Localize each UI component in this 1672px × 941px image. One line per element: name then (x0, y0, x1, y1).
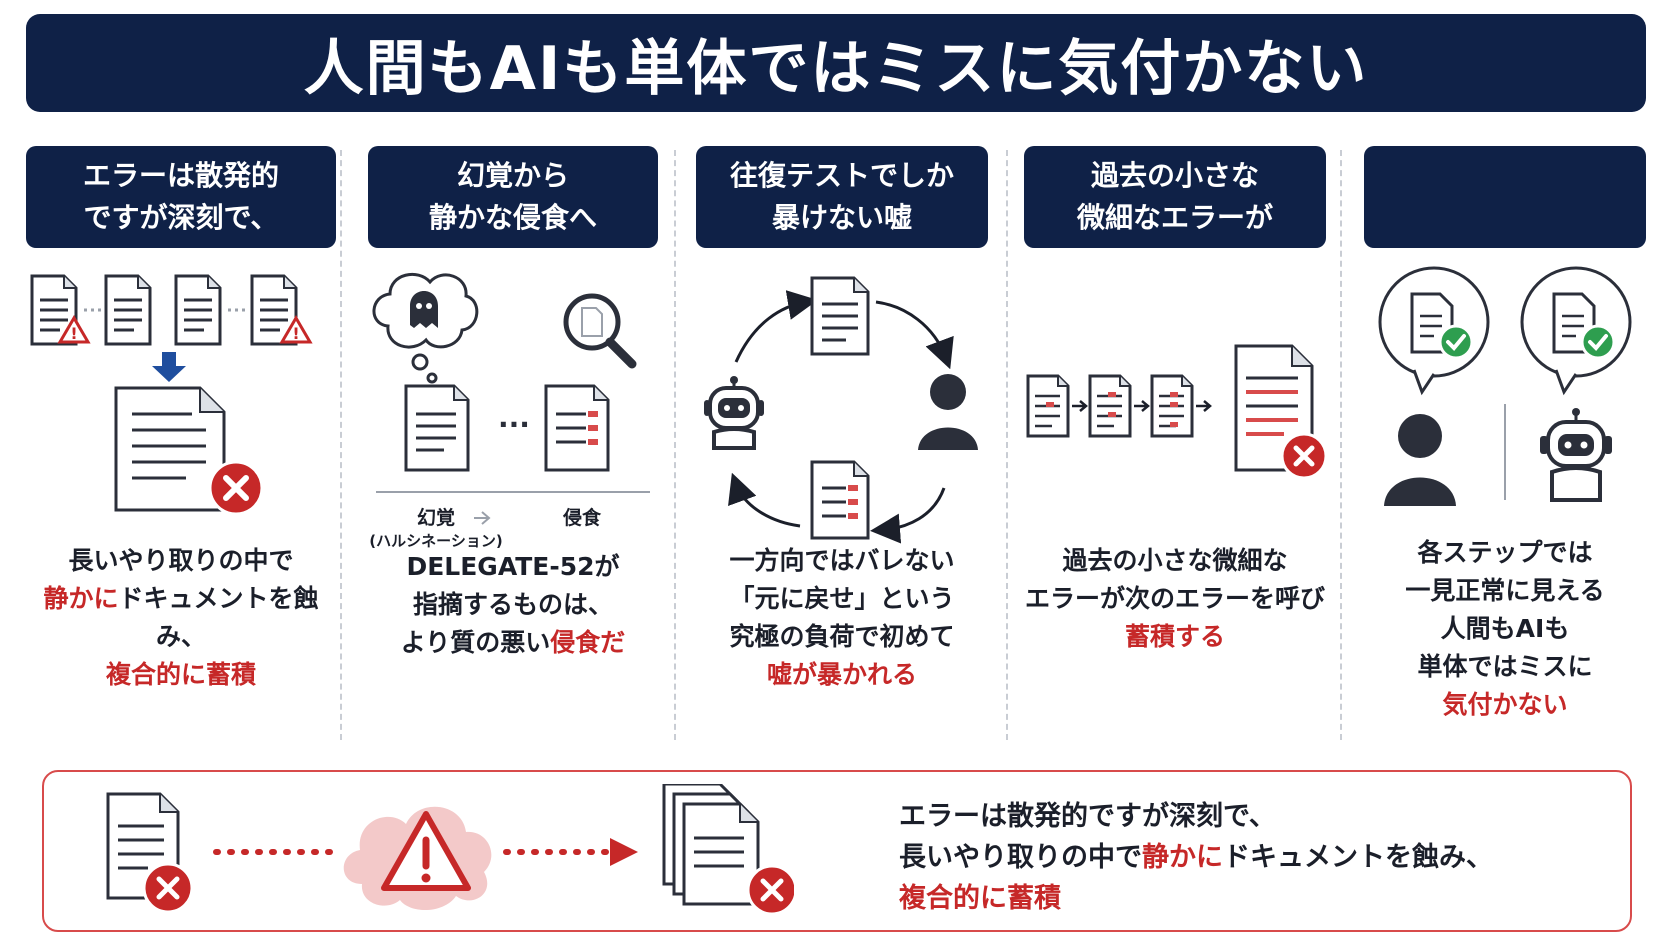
body-text: 各ステップでは (1417, 538, 1593, 567)
column-5-body: 各ステップでは 一見正常に見える 人間もAIも 単体ではミスに 気付かない (1364, 534, 1646, 724)
column-4: 過去の小さな 微細なエラーが (1024, 146, 1326, 746)
column-3-heading: 往復テストでしか 暴けない嘘 (696, 146, 988, 248)
column-separator (1006, 150, 1008, 740)
column-4-body: 過去の小さな微細な エラーが次のエラーを呼び 蓄積する (1024, 542, 1326, 656)
body-text: DELEGATE-52が (406, 552, 620, 581)
summary-text: エラーは散発的ですが深刻で、 長いやり取りの中で静かにドキュメントを蝕み、 複合… (899, 796, 1619, 919)
summary-line: エラーは散発的ですが深刻で、 (899, 801, 1276, 832)
column-3-body: 一方向ではバレない 「元に戻せ」という 究極の負荷で初めて 嘘が暴かれる (696, 542, 988, 694)
body-text: より質の悪い (400, 628, 551, 657)
body-text-red: 気付かない (1442, 690, 1568, 719)
caption-hallucination: 幻覚 (417, 506, 455, 529)
ghost-icon (410, 291, 438, 328)
column-1-body: 長いやり取りの中で 静かにドキュメントを蝕み、 複合的に蓄積 (26, 542, 336, 694)
body-text: 長いやり取りの中で (68, 546, 294, 575)
arrow-head-icon (610, 838, 638, 866)
summary-panel: エラーは散発的ですが深刻で、 長いやり取りの中で静かにドキュメントを蝕み、 複合… (42, 770, 1632, 932)
column-5: 各ステップでは 一見正常に見える 人間もAIも 単体ではミスに 気付かない (1364, 146, 1646, 746)
body-text-red: 蓄積する (1124, 622, 1225, 651)
cycle-arrow (870, 487, 946, 544)
body-text: 究極の負荷で初めて (729, 622, 955, 651)
summary-line-red: 静かに (1142, 842, 1223, 873)
error-x-icon (142, 862, 194, 914)
robot-icon (704, 376, 764, 450)
eroded-document-icon (810, 460, 870, 540)
body-text-red: 静かに (43, 584, 119, 613)
column-1: エラーは散発的 ですが深刻で、 ! (26, 146, 336, 746)
heading-line: エラーは散発的 (82, 159, 279, 192)
document-icon (1088, 374, 1132, 438)
hallucination-to-erosion-illustration: ··· 幻覚 (ハルシネーション) 侵食 (369, 272, 650, 550)
summary-line: ドキュメントを蝕み、 (1223, 842, 1493, 873)
document-icon (104, 274, 152, 346)
heading-line: 静かな侵食へ (428, 201, 597, 234)
summary-flow-illustration (106, 784, 794, 916)
page-title: 人間もAIも単体ではミスに気付かない (303, 33, 1369, 104)
heading-line: 暴けない嘘 (771, 201, 912, 234)
robot-icon (1540, 408, 1612, 502)
body-text: 一見正常に見える (1405, 576, 1605, 605)
round-trip-illustration (704, 276, 978, 544)
body-text: 一方向ではバレない (729, 546, 955, 575)
cycle-arrow (728, 472, 801, 528)
down-arrow-icon (152, 352, 186, 382)
column-3: 往復テストでしか 暴けない嘘 (696, 146, 988, 746)
heading-line: 往復テストでしか (729, 159, 954, 192)
heading-line: 微細なエラーが (1076, 201, 1273, 234)
document-icon (174, 274, 222, 346)
body-text-red: 侵食だ (550, 628, 626, 657)
caption-hallucination-sub: (ハルシネーション) (369, 532, 502, 550)
column-separator (1340, 150, 1342, 740)
caption-erosion: 侵食 (562, 506, 602, 529)
warning-cloud-icon (343, 806, 492, 911)
body-text-red: 複合的に蓄積 (105, 660, 256, 689)
error-x-icon (208, 460, 264, 516)
heading-line: 過去の小さな (1090, 159, 1259, 192)
error-x-icon (1280, 432, 1326, 480)
cycle-arrow (734, 290, 818, 363)
heading-line: ですが深刻で、 (83, 201, 279, 234)
column-separator (340, 150, 342, 740)
compounding-errors-illustration (1026, 344, 1326, 480)
body-text: エラーが次のエラーを呼び (1024, 584, 1325, 613)
column-1-heading: エラーは散発的 ですが深刻で、 (26, 146, 336, 248)
cycle-arrow (875, 300, 954, 370)
heading-line: 幻覚から (456, 159, 569, 192)
column-2-heading: 幻覚から 静かな侵食へ (368, 146, 658, 248)
sporadic-error-illustration: ! (30, 274, 312, 516)
speech-bubble-check-icon (1520, 266, 1632, 394)
body-text: 指摘するものは、 (412, 590, 613, 619)
large-document-icon (114, 386, 226, 512)
arrow-right-icon (474, 511, 491, 525)
summary-line: 長いやり取りの中で (899, 842, 1142, 873)
body-text-red: 嘘が暴かれる (766, 660, 917, 689)
body-text: 「元に戻せ」という (729, 584, 955, 613)
thought-bubble-icon (372, 272, 479, 384)
body-text: ドキュメントを蝕み、 (118, 584, 319, 651)
stacked-documents-icon (662, 784, 760, 906)
body-text: 単体ではミスに (1417, 652, 1593, 681)
eroded-document-icon (544, 384, 610, 472)
column-2: 幻覚から 静かな侵食へ ··· (368, 146, 658, 746)
body-text: 過去の小さな微細な (1062, 546, 1288, 575)
speech-bubble-check-icon (1378, 266, 1490, 394)
summary-line-red: 複合的に蓄積 (899, 883, 1061, 914)
title-banner: 人間もAIも単体ではミスに気付かない (26, 14, 1646, 112)
neither-notices-illustration (1378, 266, 1632, 506)
column-separator (674, 150, 676, 740)
column-4-heading: 過去の小さな 微細なエラーが (1024, 146, 1326, 248)
column-2-body: DELEGATE-52が 指摘するものは、 より質の悪い侵食だ (368, 548, 658, 662)
ellipsis-icon: ··· (498, 408, 530, 441)
magnifier-icon (563, 293, 637, 369)
human-icon (1384, 414, 1456, 506)
document-icon (810, 276, 870, 356)
human-icon (918, 374, 978, 450)
error-x-icon (746, 864, 794, 916)
column-5-heading (1364, 146, 1646, 248)
body-text: 人間もAIも (1440, 614, 1570, 643)
document-icon (404, 384, 470, 472)
